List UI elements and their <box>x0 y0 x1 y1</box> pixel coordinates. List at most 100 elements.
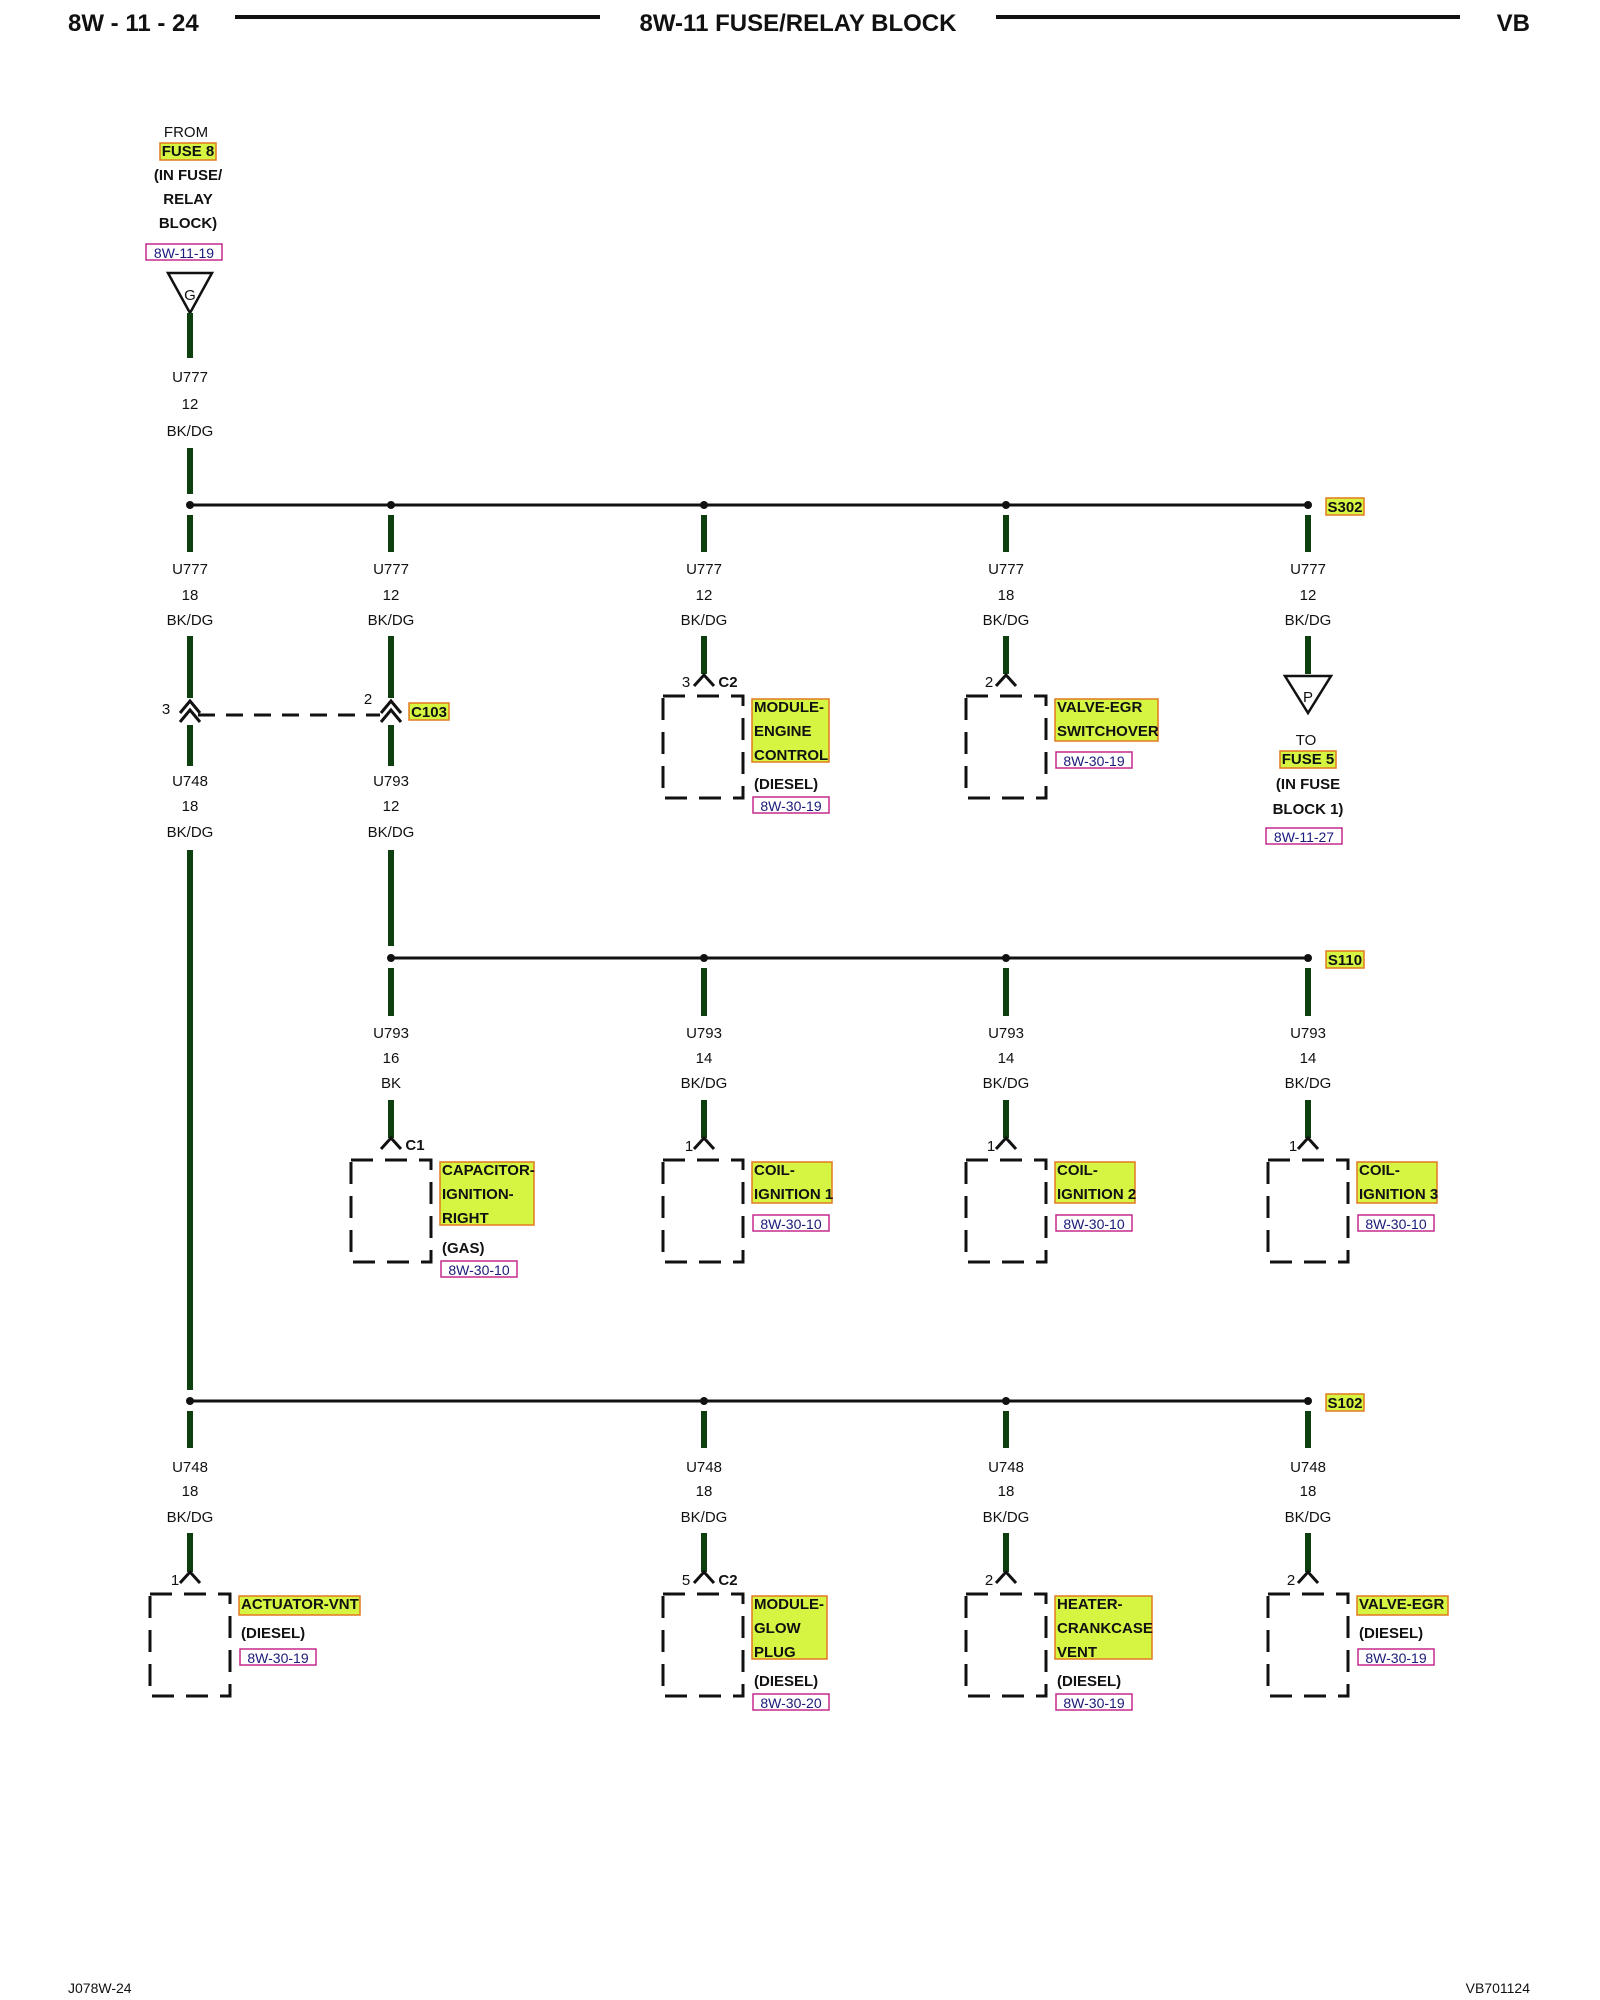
junction-dot <box>1002 501 1010 509</box>
row3-wires: U748 18 BK/DG U748 18 BK/DG U748 18 BK/D… <box>167 1411 1331 1526</box>
wire-gauge: 18 <box>998 1483 1015 1500</box>
splice-s302-label[interactable]: S302 <box>1327 499 1362 516</box>
connector-chevron-icon <box>692 672 716 688</box>
connector-chevron-icon <box>178 707 202 723</box>
coil3-name-line-2: IGNITION 3 <box>1359 1186 1438 1203</box>
source-from-label: FROM <box>164 124 208 141</box>
ecm-name-highlight <box>751 698 830 763</box>
ecm-name-line-3: CONTROL <box>754 747 828 764</box>
source-line-1: (IN FUSE/ <box>154 167 223 184</box>
connector-chevron-icon <box>994 1569 1018 1585</box>
c103-pin-left: 3 <box>162 701 170 718</box>
glow-ref-box <box>752 1693 830 1711</box>
connector-chevron-icon <box>994 1135 1018 1151</box>
heater-name-line-1: HEATER- <box>1057 1596 1123 1613</box>
glow-ref-link[interactable]: 8W-30-20 <box>760 1695 821 1711</box>
component-coil-3[interactable]: 1 COIL- IGNITION 3 8W-30-10 <box>1266 1100 1438 1264</box>
component-outline <box>1266 1158 1350 1264</box>
connector-chevron-icon <box>692 1135 716 1151</box>
coil2-name-line-2: IGNITION 2 <box>1057 1186 1136 1203</box>
coil1-ref-link[interactable]: 8W-30-10 <box>760 1216 821 1232</box>
component-egr-switchover[interactable]: 2 VALVE-EGR SWITCHOVER 8W-30-19 <box>964 636 1159 800</box>
page-number: 8W - 11 - 24 <box>68 10 199 37</box>
wire-circuit: U777 <box>373 561 409 578</box>
connector-chevron-icon <box>178 698 202 714</box>
vnt-name-highlight <box>238 1595 361 1616</box>
wire-circuit: U793 <box>686 1025 722 1042</box>
component-outline <box>661 694 745 800</box>
component-capacitor[interactable]: C1 CAPACITOR- IGNITION- RIGHT (GAS) 8W-3… <box>349 1100 535 1278</box>
junction-dot <box>387 501 395 509</box>
wire-color: BK/DG <box>681 612 728 629</box>
component-outline <box>964 1158 1048 1264</box>
component-outline <box>349 1158 433 1264</box>
c103-pin-right: 2 <box>364 691 372 708</box>
ecm-connector: C2 <box>718 674 737 691</box>
junction-dot <box>700 1397 708 1405</box>
component-coil-1[interactable]: 1 COIL- IGNITION 1 8W-30-10 <box>661 1100 833 1264</box>
connector-chevron-icon <box>994 672 1018 688</box>
splice-s102-highlight <box>1325 1393 1365 1412</box>
coil1-name-highlight <box>751 1161 833 1204</box>
egr-sw-name-highlight <box>1054 698 1159 742</box>
component-valve-egr[interactable]: 2 VALVE-EGR (DIESEL) 8W-30-19 <box>1266 1533 1449 1698</box>
capacitor-ref-link[interactable]: 8W-30-10 <box>448 1262 509 1278</box>
destination-ref-link[interactable]: 8W-11-27 <box>1274 829 1334 845</box>
component-outline <box>964 1592 1048 1698</box>
wire-color: BK/DG <box>983 1075 1030 1092</box>
vnt-ref-link[interactable]: 8W-30-19 <box>247 1650 308 1666</box>
wire-gauge: 12 <box>1300 587 1317 604</box>
junction-dot <box>1304 1397 1312 1405</box>
egr-sw-name-line-2: SWITCHOVER <box>1057 723 1159 740</box>
ecm-ref-link[interactable]: 8W-30-19 <box>760 798 821 814</box>
coil1-pin: 1 <box>685 1138 693 1155</box>
source-symbol: G <box>184 287 196 304</box>
component-glow-plug-module[interactable]: 5 C2 MODULE- GLOW PLUG (DIESEL) 8W-30-20 <box>661 1533 830 1711</box>
capacitor-connector: C1 <box>405 1137 424 1154</box>
section-code: VB <box>1497 10 1530 37</box>
egr-name-line-1: VALVE-EGR <box>1359 1596 1444 1613</box>
component-crankcase-heater[interactable]: 2 HEATER- CRANKCASE VENT (DIESEL) 8W-30-… <box>964 1533 1153 1711</box>
junction-dot <box>1002 954 1010 962</box>
vnt-name-line-1: ACTUATOR-VNT <box>241 1596 359 1613</box>
component-coil-2[interactable]: 1 COIL- IGNITION 2 8W-30-10 <box>964 1100 1136 1264</box>
connector-chevron-icon <box>379 1135 403 1151</box>
ecm-ref-box <box>752 796 830 814</box>
coil2-ref-link[interactable]: 8W-30-10 <box>1063 1216 1124 1232</box>
egr-sw-ref-link[interactable]: 8W-30-19 <box>1063 753 1124 769</box>
source-ref-link[interactable]: 8W-11-19 <box>154 245 214 261</box>
capacitor-note: (GAS) <box>442 1240 485 1257</box>
connector-chevron-icon <box>1296 1135 1320 1151</box>
egr-name-highlight <box>1356 1595 1449 1616</box>
splice-s102-label[interactable]: S102 <box>1327 1395 1362 1412</box>
wire-color: BK/DG <box>368 612 415 629</box>
glow-name-line-3: PLUG <box>754 1644 796 1661</box>
component-ecm[interactable]: 3 C2 MODULE- ENGINE CONTROL (DIESEL) 8W-… <box>661 636 830 814</box>
connector-chevron-icon <box>379 707 403 723</box>
coil3-ref-link[interactable]: 8W-30-10 <box>1365 1216 1426 1232</box>
ecm-note: (DIESEL) <box>754 776 818 793</box>
wire-circuit: U777 <box>172 561 208 578</box>
splice-s110-label[interactable]: S110 <box>1328 952 1362 969</box>
coil2-name-line-1: COIL- <box>1057 1162 1098 1179</box>
wire-color: BK/DG <box>681 1075 728 1092</box>
component-actuator-vnt[interactable]: 1 ACTUATOR-VNT (DIESEL) 8W-30-19 <box>148 1533 361 1698</box>
destination-triangle-icon <box>1282 674 1334 716</box>
destination-fuse-label[interactable]: FUSE 5 <box>1282 751 1335 768</box>
heater-ref-link[interactable]: 8W-30-19 <box>1063 1695 1124 1711</box>
egr-ref-link[interactable]: 8W-30-19 <box>1365 1650 1426 1666</box>
c103-label[interactable]: C103 <box>411 704 447 721</box>
wire-circuit: U777 <box>1290 561 1326 578</box>
wire-color: BK/DG <box>368 824 415 841</box>
destination-fuse-highlight <box>1279 750 1337 769</box>
source-fuse8: FROM FUSE 8 (IN FUSE/ RELAY BLOCK) 8W-11… <box>145 124 223 316</box>
source-fuse-label[interactable]: FUSE 8 <box>162 143 215 160</box>
capacitor-name-line-1: CAPACITOR- <box>442 1162 535 1179</box>
wire-circuit: U748 <box>988 1459 1024 1476</box>
ecm-pin: 3 <box>682 674 690 691</box>
source-line-3: BLOCK) <box>159 215 217 232</box>
component-outline <box>964 694 1048 800</box>
wire-gauge: 12 <box>696 587 713 604</box>
destination-line-2: BLOCK 1) <box>1273 801 1344 818</box>
